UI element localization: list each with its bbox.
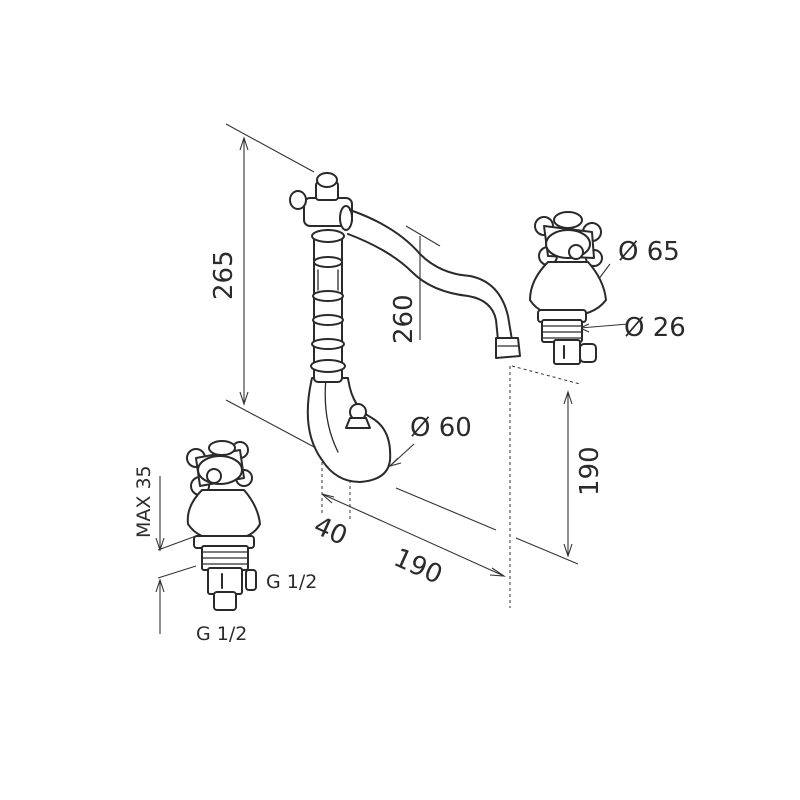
- label-base-diameter: Ø 60: [410, 413, 472, 443]
- label-max-thickness: MAX 35: [133, 465, 155, 538]
- label-stem-diameter: Ø 26: [624, 313, 686, 343]
- label-handle-diameter: Ø 65: [618, 237, 680, 267]
- label-offset-depth: 190: [575, 446, 605, 496]
- dimension-labels: 265 260 Ø 65 Ø 26 Ø 60 190 40 190 MAX 35…: [133, 237, 686, 645]
- label-spout-height: 260: [389, 294, 419, 344]
- left-valve: [186, 440, 261, 611]
- label-total-height: 265: [209, 250, 239, 300]
- label-thread-side: G 1/2: [266, 571, 317, 593]
- label-base-offset: 40: [309, 511, 351, 552]
- label-thread-bottom: G 1/2: [196, 623, 247, 645]
- faucet-body: [289, 172, 521, 483]
- label-spacing: 190: [389, 543, 447, 591]
- right-valve: [529, 211, 607, 365]
